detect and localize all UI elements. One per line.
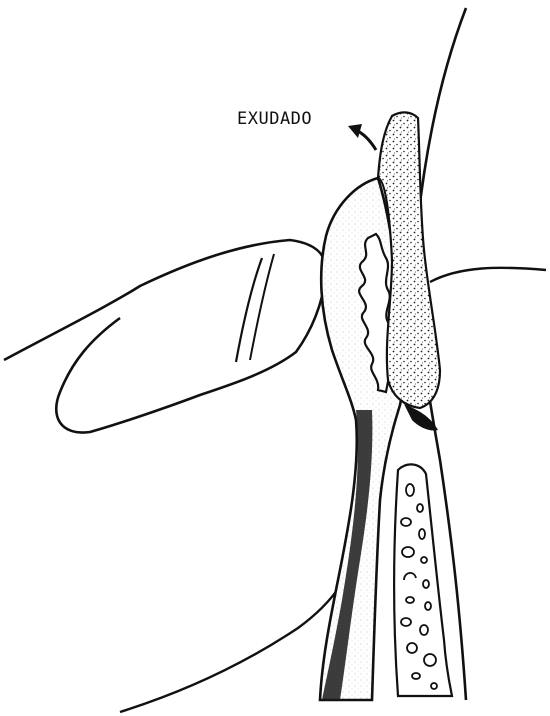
fingernail-line-a [236, 258, 262, 362]
fingernail-line-b [250, 254, 274, 360]
finger-outline [4, 240, 326, 433]
exudate-label: EXUDADO [237, 109, 312, 129]
alveolar-bone [394, 464, 452, 696]
soft-tissue-line [430, 268, 546, 282]
jaw-contour [120, 586, 340, 712]
arrow-icon [348, 124, 376, 150]
